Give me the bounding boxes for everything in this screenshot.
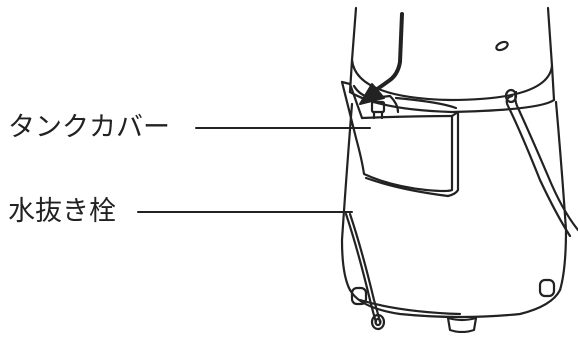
caster-front (446, 316, 478, 334)
drain-plug-label: 水抜き栓 (8, 196, 116, 227)
caster-right (538, 278, 556, 298)
arrow-down-left-icon (359, 12, 404, 105)
tank-cover-label: タンクカバー (8, 112, 170, 143)
tank-cover (340, 80, 460, 198)
side-hose (504, 88, 578, 238)
drain-plug-tube (344, 212, 386, 331)
caster-left (350, 286, 368, 306)
lower-body (340, 100, 568, 319)
